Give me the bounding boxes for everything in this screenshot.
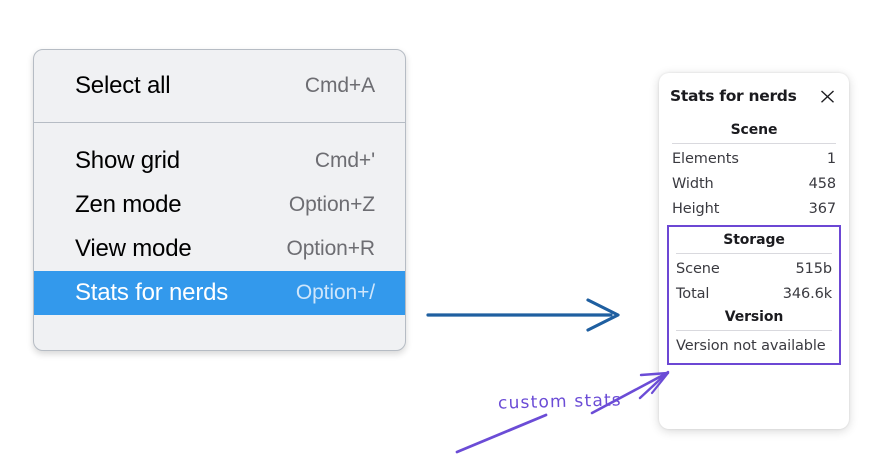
section-rule	[676, 330, 832, 331]
custom-stats-highlight-box: Storage Scene 515b Total 346.6k Version …	[667, 225, 841, 365]
table-row: Elements 1	[670, 146, 838, 171]
purple-arrow-icon	[590, 370, 670, 415]
menu-bottom-padding	[34, 315, 405, 335]
menu-item-label: Select all	[75, 72, 171, 99]
menu-divider	[34, 122, 405, 123]
context-menu[interactable]: Select all Cmd+A Show grid Cmd+' Zen mod…	[33, 49, 406, 351]
menu-item-view-mode[interactable]: View mode Option+R	[34, 227, 405, 271]
section-heading-scene: Scene	[730, 122, 778, 138]
close-icon[interactable]	[819, 88, 836, 105]
menu-item-shortcut: Option+Z	[288, 193, 375, 216]
section-storage: Storage Scene 515b Total 346.6k	[674, 229, 834, 306]
menu-item-label: Stats for nerds	[75, 279, 229, 306]
section-rule	[676, 253, 832, 254]
menu-item-shortcut: Cmd+'	[314, 149, 375, 172]
section-scene: Scene Elements 1 Width 458 Height 367	[670, 119, 838, 221]
version-value: Version not available	[676, 338, 826, 354]
section-rule	[672, 143, 836, 144]
stat-key: Height	[672, 200, 720, 217]
table-row: Total 346.6k	[674, 281, 834, 306]
stat-value: 367	[808, 200, 836, 217]
menu-item-select-all[interactable]: Select all Cmd+A	[34, 64, 405, 108]
panel-header: Stats for nerds	[670, 87, 838, 105]
panel-title: Stats for nerds	[670, 87, 797, 105]
table-row: Height 367	[670, 196, 838, 221]
stat-key: Total	[676, 285, 710, 302]
stat-key: Width	[672, 175, 714, 192]
menu-group-1: Select all Cmd+A	[34, 50, 405, 122]
stat-key: Scene	[676, 260, 720, 277]
menu-item-zen-mode[interactable]: Zen mode Option+Z	[34, 183, 405, 227]
stats-for-nerds-panel: Stats for nerds Scene Elements 1 Width 4…	[659, 73, 849, 429]
menu-item-shortcut: Option+/	[295, 281, 375, 304]
table-row: Width 458	[670, 171, 838, 196]
stat-value: 346.6k	[782, 285, 832, 302]
menu-item-label: Show grid	[75, 147, 180, 174]
section-version: Version Version not available	[674, 306, 834, 359]
stat-key: Elements	[672, 150, 739, 167]
table-row: Scene 515b	[674, 256, 834, 281]
menu-item-shortcut: Option+R	[286, 237, 375, 260]
menu-item-label: View mode	[75, 235, 192, 262]
blue-arrow-icon	[426, 298, 620, 332]
section-heading-storage: Storage	[723, 232, 785, 248]
menu-item-stats-for-nerds[interactable]: Stats for nerds Option+/	[34, 271, 405, 315]
purple-underline-stroke	[455, 413, 548, 454]
menu-item-shortcut: Cmd+A	[304, 74, 375, 97]
menu-item-label: Zen mode	[75, 191, 182, 218]
stat-value: 515b	[795, 260, 833, 277]
section-heading-version: Version	[724, 309, 784, 325]
menu-item-show-grid[interactable]: Show grid Cmd+'	[34, 139, 405, 183]
stat-value: 458	[808, 175, 836, 192]
menu-group-2: Show grid Cmd+' Zen mode Option+Z View m…	[34, 123, 405, 335]
handwritten-annotation-label: custom stats	[497, 390, 623, 414]
stat-value: 1	[826, 150, 836, 167]
